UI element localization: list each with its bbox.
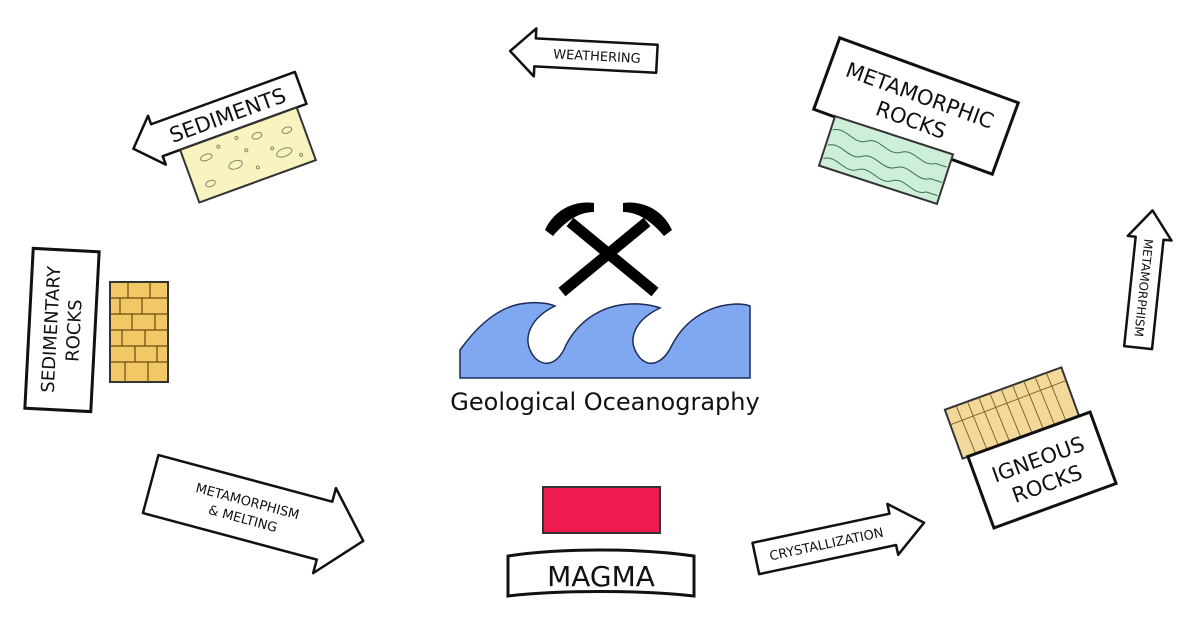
magma-swatch <box>542 486 661 534</box>
sedimentary-rocks-label-line2: ROCKS <box>62 299 86 362</box>
magma-box: MAGMA <box>506 548 696 598</box>
igneous-rocks-box: IGNEOUS ROCKS <box>966 410 1118 530</box>
crystallization-arrow: CRYSTALLIZATION <box>751 502 926 576</box>
weathering-label: WEATHERING <box>553 47 641 67</box>
sediments-swatch <box>178 106 318 204</box>
wave-shape <box>459 301 751 379</box>
sedimentary-rocks-swatch <box>109 281 169 383</box>
metamorphism-arrow: METAMORPHISM <box>1122 209 1173 351</box>
magma-label: MAGMA <box>547 560 655 593</box>
metamorphic-rocks-swatch <box>817 114 955 206</box>
crossed-hammers-icon <box>545 202 672 297</box>
diagram-title: Geological Oceanography <box>450 388 759 416</box>
weathering-arrow: WEATHERING <box>508 27 659 78</box>
metamorphism-melting-arrow: METAMORPHISM & MELTING <box>141 453 365 575</box>
sedimentary-rocks-box: SEDIMENTARY ROCKS <box>23 246 101 414</box>
ocean-wave-icon <box>459 301 751 379</box>
